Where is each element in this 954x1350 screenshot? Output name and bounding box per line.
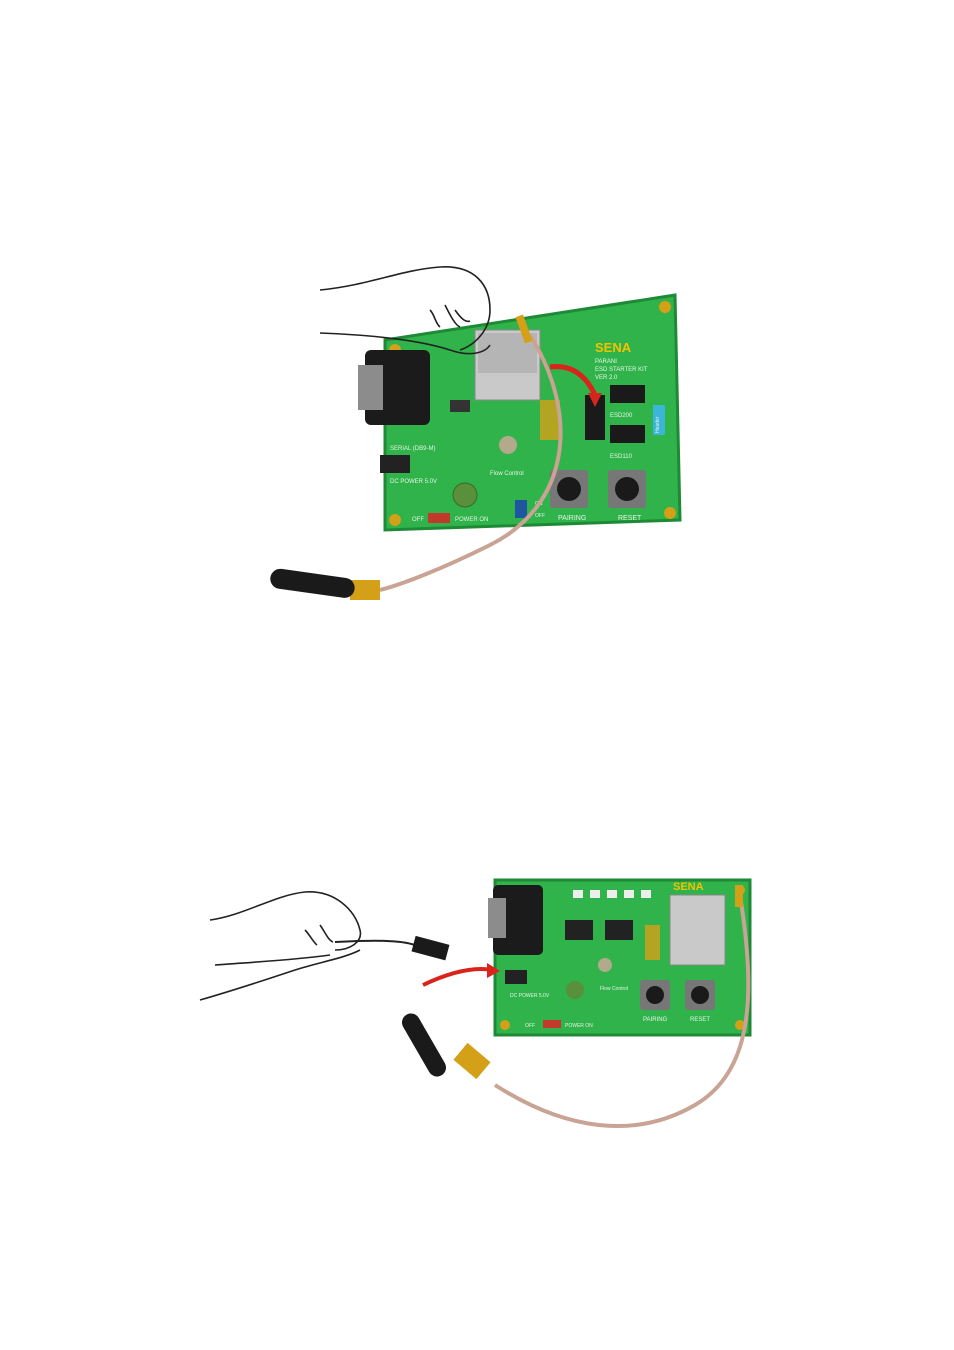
off-label: OFF — [412, 517, 424, 523]
capacitor — [499, 436, 517, 454]
dc-cable — [334, 939, 416, 946]
antenna-base — [453, 1042, 491, 1080]
flow-off-label: OFF — [535, 513, 545, 519]
board-photo-2: SENA DC POWER 5.0V OFF POWER ON Flow Con… — [199, 878, 752, 1129]
antenna-base — [350, 580, 380, 600]
antenna-cable — [493, 894, 751, 1129]
pin-header — [645, 925, 660, 960]
power-switch — [543, 1020, 561, 1028]
brand-logo: SENA — [595, 340, 632, 355]
esd110-socket — [610, 425, 645, 443]
dc-jack — [380, 455, 410, 473]
cable-connector — [515, 314, 533, 344]
led-row — [573, 890, 651, 898]
pairing-button-cap — [557, 477, 581, 501]
off-label: OFF — [525, 1023, 535, 1029]
board-photo-1: SERIAL (DB9-M) DC POWER 5.0V OFF POWER O… — [270, 266, 682, 600]
insert-arrow — [549, 364, 598, 397]
brand-logo: SENA — [673, 881, 704, 893]
pairing-label: PAIRING — [643, 1017, 668, 1023]
mount-hole — [659, 301, 671, 313]
pairing-label: PAIRING — [558, 515, 586, 522]
dc-plug — [411, 935, 450, 961]
dc-power-label: DC POWER 5.0V — [390, 479, 437, 485]
dc-power-label: DC POWER 5.0V — [510, 993, 550, 999]
antenna-cable — [379, 333, 563, 592]
board-line-3: VER 2.0 — [595, 375, 618, 381]
power-on-label: POWER ON — [565, 1023, 593, 1029]
pin-header — [540, 400, 560, 440]
board-line-1: PARANI — [595, 359, 617, 365]
esd200-socket — [610, 385, 645, 403]
capacitor — [452, 482, 478, 508]
reset-label: RESET — [690, 1017, 710, 1023]
mount-hole — [735, 1020, 745, 1030]
flow-control-label: Flow Control — [600, 986, 628, 992]
flow-switch — [515, 500, 527, 518]
header-label: Header — [655, 416, 661, 433]
hand-sketch — [319, 266, 491, 355]
dc-jack — [505, 970, 527, 984]
cable-connector — [735, 885, 743, 907]
power-on-label: POWER ON — [455, 517, 488, 523]
arrow-head — [588, 393, 602, 407]
reset-label: RESET — [618, 515, 642, 522]
bluetooth-module — [669, 894, 726, 966]
antenna — [270, 568, 355, 598]
mount-hole — [500, 1020, 510, 1030]
chip — [450, 400, 470, 412]
board-line-2: ESD STARTER KIT — [595, 367, 648, 373]
hand-sketch — [199, 891, 362, 1001]
mount-hole — [664, 507, 676, 519]
mount-hole — [389, 514, 401, 526]
db9-shell — [358, 365, 383, 410]
serial-label: SERIAL (DB9-M) — [390, 446, 435, 452]
esd200-label: ESD200 — [610, 413, 633, 419]
db9-shell — [488, 898, 506, 938]
capacitor — [598, 958, 612, 972]
esd110-label: ESD110 — [610, 454, 633, 460]
reset-button-cap — [615, 477, 639, 501]
plug-arrow — [422, 967, 494, 987]
antenna — [402, 1013, 446, 1077]
chip — [565, 920, 593, 940]
figure-module-insertion: SERIAL (DB9-M) DC POWER 5.0V OFF POWER O… — [250, 255, 700, 615]
arrow-head — [487, 963, 500, 978]
socket-header — [585, 395, 605, 440]
chip — [605, 920, 633, 940]
flow-control-label: Flow Control — [490, 471, 524, 477]
power-switch — [428, 513, 450, 523]
reset-button-cap — [691, 986, 709, 1004]
capacitor — [566, 981, 584, 999]
figure-power-connection: SENA DC POWER 5.0V OFF POWER ON Flow Con… — [195, 870, 775, 1140]
pairing-button-cap — [646, 986, 664, 1004]
header-tag — [653, 405, 665, 435]
